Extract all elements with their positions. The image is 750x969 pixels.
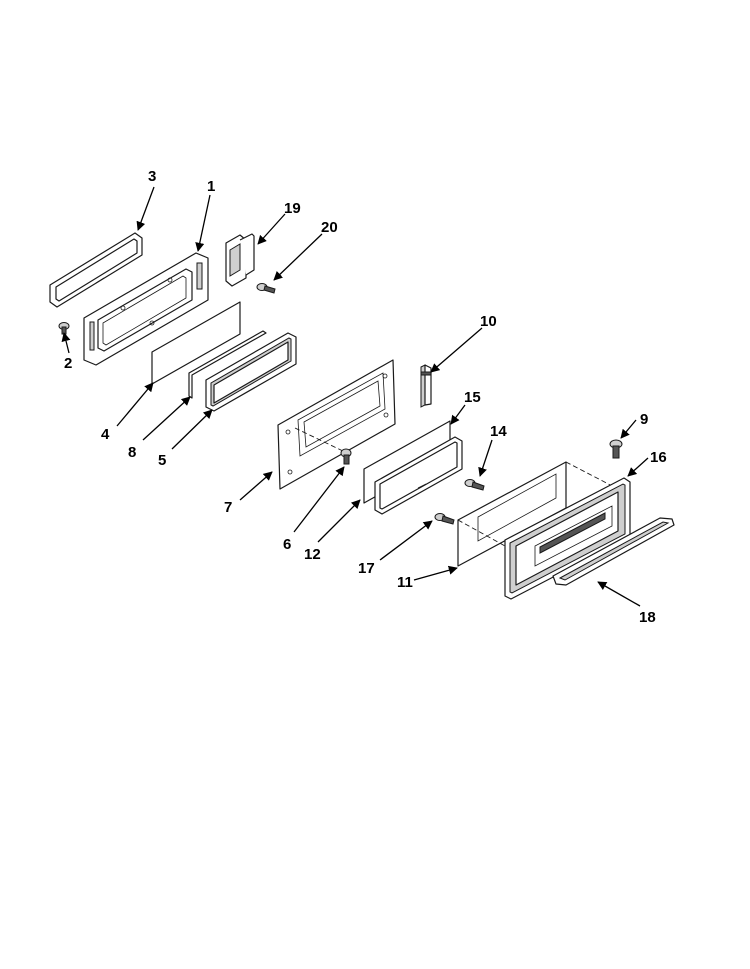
part-18-handle [552,517,675,586]
part-3-door-gasket [49,232,143,308]
part-12-gasket [374,436,463,515]
part-10-bracket [420,364,432,408]
callout-11: 11 [397,574,413,591]
callout-6: 6 [283,536,291,553]
part-6-screw [340,448,352,465]
callout-12: 12 [304,546,321,563]
part-1-inner-door-frame [83,252,209,366]
part-4-glass-panel [151,301,241,385]
callout-16: 16 [650,449,667,466]
callout-1: 1 [207,178,215,195]
part-2-screw [58,322,70,335]
part-19-hinge [225,233,255,287]
callout-20: 20 [321,219,338,236]
callout-15: 15 [464,389,481,406]
callout-9: 9 [640,411,648,428]
callout-4: 4 [101,426,110,443]
callout-5: 5 [158,452,166,469]
callout-14: 14 [490,423,507,440]
callout-8: 8 [128,444,136,461]
callout-2: 2 [64,355,72,372]
callout-labels: 3 1 19 20 2 4 8 5 10 7 15 6 12 14 9 16 1… [64,168,667,626]
part-9-screw [609,439,623,459]
part-5-inner-glass-assembly [205,332,297,412]
part-17-screw [434,513,455,525]
callout-17: 17 [358,560,375,577]
callout-7: 7 [224,499,232,516]
part-14-screw [464,479,485,491]
part-8-glass-gasket [188,330,267,399]
leader-lines [61,186,649,607]
callout-10: 10 [480,313,497,330]
callout-19: 19 [284,200,301,217]
part-20-screw [256,283,276,294]
part-7-door-panel [277,359,396,490]
callout-18: 18 [639,609,656,626]
callout-3: 3 [148,168,156,185]
part-16-drawer-front [504,477,631,600]
